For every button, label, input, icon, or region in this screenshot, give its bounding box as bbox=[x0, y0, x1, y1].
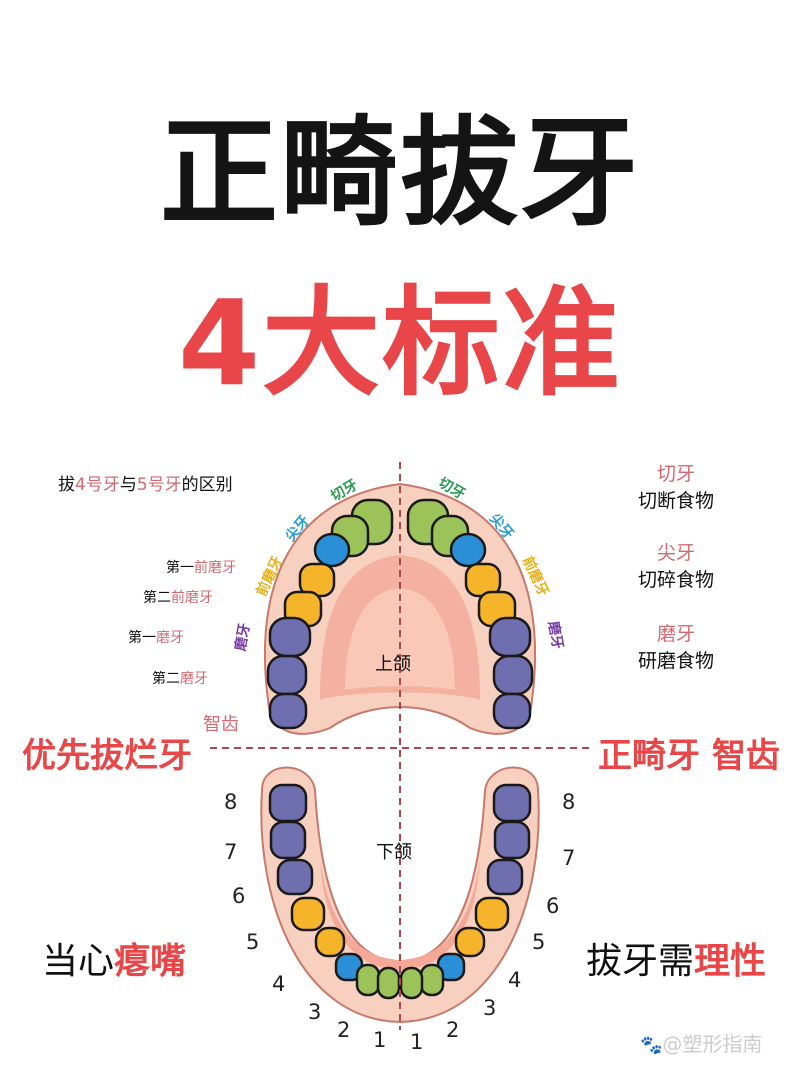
tooth-number-right-4: 4 bbox=[508, 968, 522, 992]
tooth-number-left-2: 2 bbox=[337, 1018, 351, 1042]
tooth-number-right-8: 8 bbox=[562, 790, 576, 814]
label-first-molar: 第一磨牙 bbox=[128, 630, 184, 646]
title-line-1: 正畸拔牙 bbox=[159, 104, 640, 242]
lower-jaw-gum bbox=[260, 766, 540, 1024]
tooth-number-left-5: 5 bbox=[246, 930, 260, 954]
tooth-number-left-6: 6 bbox=[232, 884, 246, 908]
tooth-number-right-6: 6 bbox=[546, 894, 560, 918]
tooth-number-right-5: 5 bbox=[532, 930, 546, 954]
tooth-number-left-1: 1 bbox=[373, 1028, 387, 1052]
title-line-2: 4大标准 bbox=[177, 274, 623, 412]
diagram-heading: 拔4号牙与5号牙的区别 bbox=[58, 475, 233, 495]
tooth-number-right-1: 1 bbox=[410, 1030, 424, 1054]
tooth-number-right-7: 7 bbox=[562, 846, 576, 870]
legend-canine: 尖牙 切碎食物 bbox=[637, 542, 714, 591]
tooth-number-left-7: 7 bbox=[224, 840, 238, 864]
label-first-premolar: 第一前磨牙 bbox=[166, 560, 236, 576]
standard-1: 优先拔烂牙 bbox=[22, 736, 192, 776]
paw-icon: 🐾 bbox=[640, 1035, 663, 1056]
label-wisdom-tooth: 智齿 bbox=[203, 714, 239, 735]
label-second-molar: 第二磨牙 bbox=[152, 671, 208, 687]
tooth-number-right-2: 2 bbox=[446, 1018, 460, 1042]
lower-jaw-label: 下颌 bbox=[376, 842, 412, 863]
legend-molar: 磨牙 研磨食物 bbox=[637, 623, 714, 672]
tooth-number-left-3: 3 bbox=[308, 1000, 322, 1024]
standard-3: 当心瘪嘴 bbox=[42, 941, 187, 982]
upper-jaw-label: 上颌 bbox=[375, 654, 411, 675]
label-second-premolar: 第二前磨牙 bbox=[143, 590, 213, 606]
tooth-number-right-3: 3 bbox=[483, 996, 497, 1020]
watermark: 🐾@塑形指南 bbox=[640, 1032, 763, 1056]
standard-2: 正畸牙 智齿 bbox=[598, 736, 780, 776]
legend-incisor: 切牙 切断食物 bbox=[637, 463, 714, 512]
tooth-number-left-8: 8 bbox=[224, 790, 238, 814]
standard-4: 拔牙需理性 bbox=[586, 941, 767, 982]
tooth-number-left-4: 4 bbox=[272, 972, 286, 996]
